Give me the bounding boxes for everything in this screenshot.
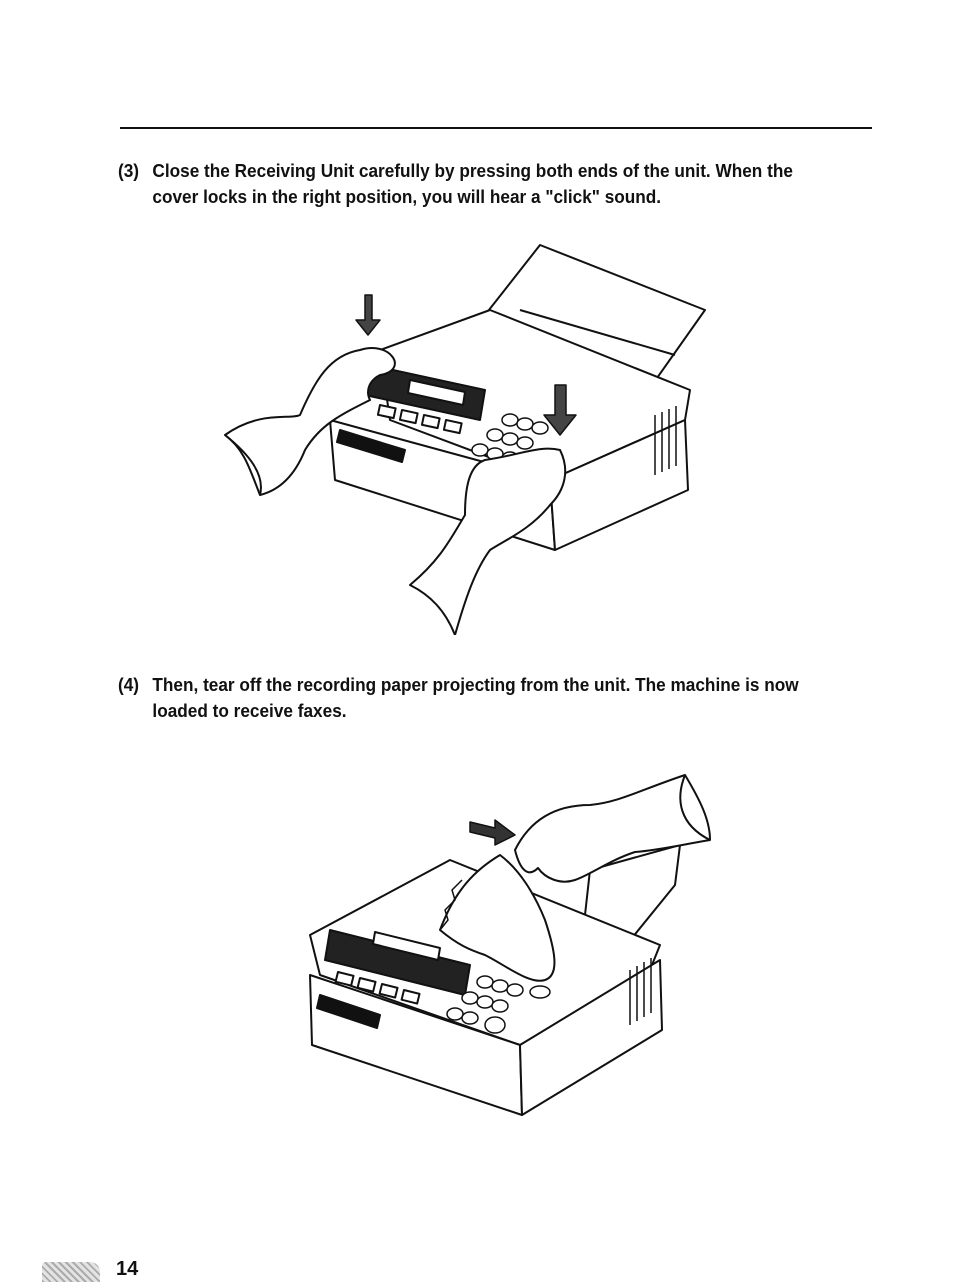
step-number: (4) [118, 674, 140, 695]
step-4-instruction: (4) Then, tear off the recording paper p… [118, 672, 825, 724]
page-number: 14 [116, 1258, 139, 1280]
close-receiving-unit-illustration [224, 244, 706, 635]
step-3-instruction: (3) Close the Receiving Unit carefully b… [118, 158, 825, 210]
header-rule [120, 127, 872, 129]
step-text: Then, tear off the recording paper proje… [152, 674, 799, 721]
step-number: (3) [118, 160, 140, 181]
tear-off-paper-illustration [309, 774, 711, 1116]
scan-artifact [42, 1262, 100, 1282]
step-text: Close the Receiving Unit carefully by pr… [152, 160, 793, 207]
